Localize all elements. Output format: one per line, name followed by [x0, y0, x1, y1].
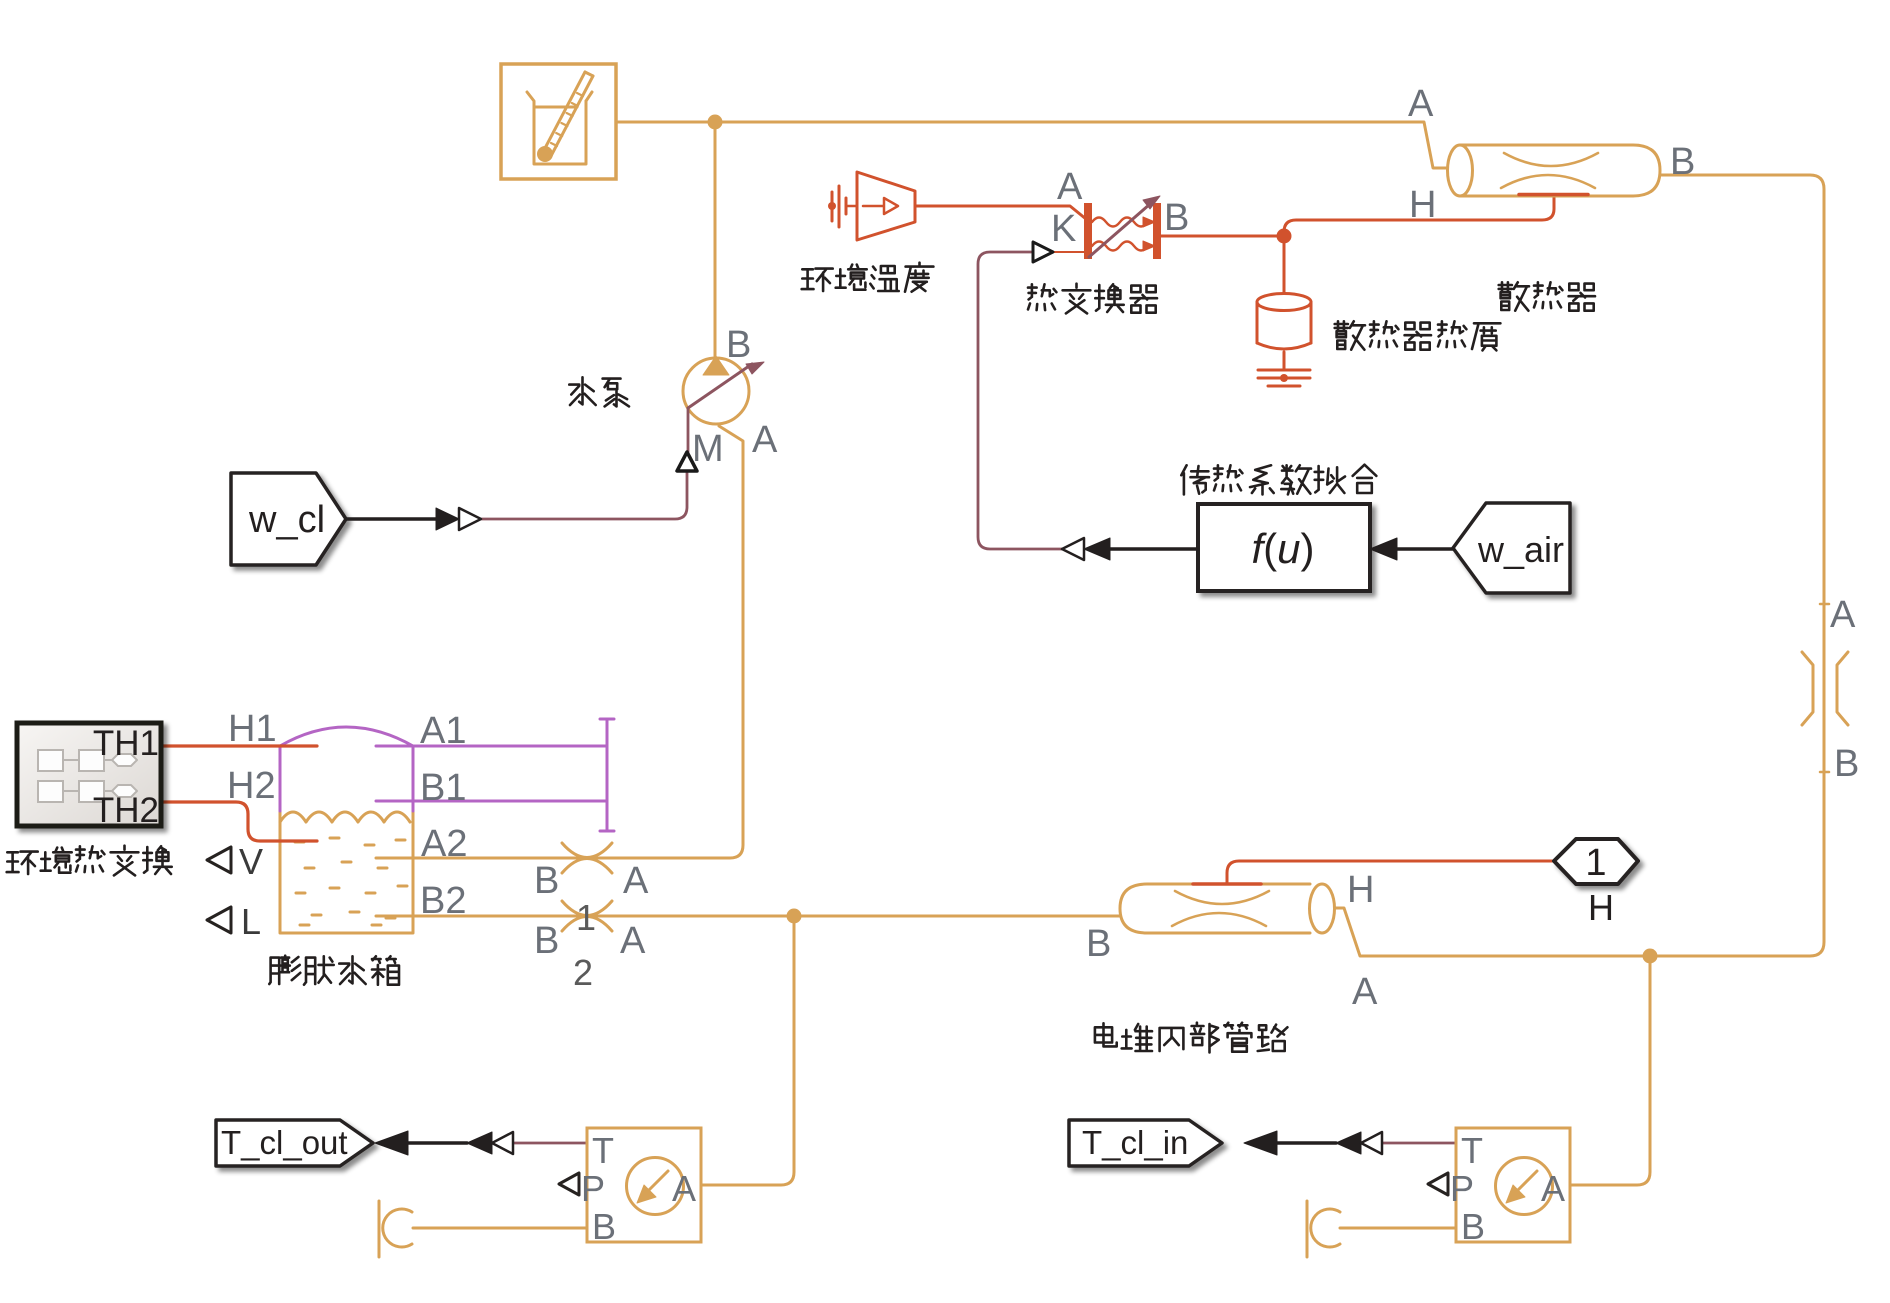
- svg-text:A: A: [1057, 166, 1083, 208]
- svg-text:B: B: [1086, 923, 1111, 965]
- svg-text:V: V: [239, 841, 263, 882]
- svg-text:H: H: [1409, 184, 1436, 226]
- svg-text:M: M: [692, 428, 724, 470]
- svg-text:B: B: [726, 324, 751, 366]
- svg-text:H1: H1: [228, 708, 277, 750]
- svg-text:T_cl_in: T_cl_in: [1082, 1124, 1188, 1161]
- svg-text:H: H: [1588, 887, 1614, 928]
- svg-text:1: 1: [1585, 842, 1606, 884]
- svg-text:P: P: [1450, 1168, 1474, 1209]
- svg-text:A: A: [672, 1168, 696, 1209]
- svg-text:w_cl: w_cl: [248, 499, 325, 541]
- svg-text:B: B: [534, 860, 559, 902]
- svg-text:A: A: [623, 860, 649, 902]
- svg-text:1: 1: [576, 897, 596, 938]
- svg-text:f(u): f(u): [1251, 525, 1314, 572]
- svg-text:A: A: [1830, 594, 1856, 636]
- svg-text:B: B: [534, 920, 559, 962]
- svg-text:TH1: TH1: [93, 724, 159, 763]
- svg-text:B1: B1: [420, 767, 466, 809]
- svg-text:TH2: TH2: [93, 791, 159, 830]
- svg-text:A1: A1: [420, 710, 466, 752]
- svg-text:T: T: [1461, 1130, 1483, 1171]
- svg-text:A: A: [620, 920, 646, 962]
- svg-text:A: A: [752, 419, 778, 461]
- svg-text:T: T: [592, 1130, 614, 1171]
- svg-text:w_air: w_air: [1477, 529, 1564, 570]
- svg-text:A: A: [1408, 83, 1434, 125]
- svg-text:B: B: [1164, 197, 1189, 239]
- svg-text:B: B: [1461, 1206, 1485, 1247]
- svg-text:2: 2: [573, 952, 593, 993]
- svg-text:B: B: [592, 1206, 616, 1247]
- svg-text:H: H: [1347, 869, 1374, 911]
- svg-text:H2: H2: [227, 765, 276, 807]
- svg-text:B: B: [1834, 743, 1859, 785]
- svg-text:K: K: [1051, 208, 1076, 250]
- svg-text:A: A: [1352, 971, 1378, 1013]
- svg-text:P: P: [581, 1168, 605, 1209]
- svg-text:B2: B2: [420, 880, 466, 922]
- svg-text:L: L: [241, 901, 261, 942]
- svg-text:B: B: [1670, 141, 1695, 183]
- svg-text:T_cl_out: T_cl_out: [221, 1124, 348, 1161]
- svg-text:A: A: [1541, 1168, 1565, 1209]
- svg-text:A2: A2: [421, 823, 467, 865]
